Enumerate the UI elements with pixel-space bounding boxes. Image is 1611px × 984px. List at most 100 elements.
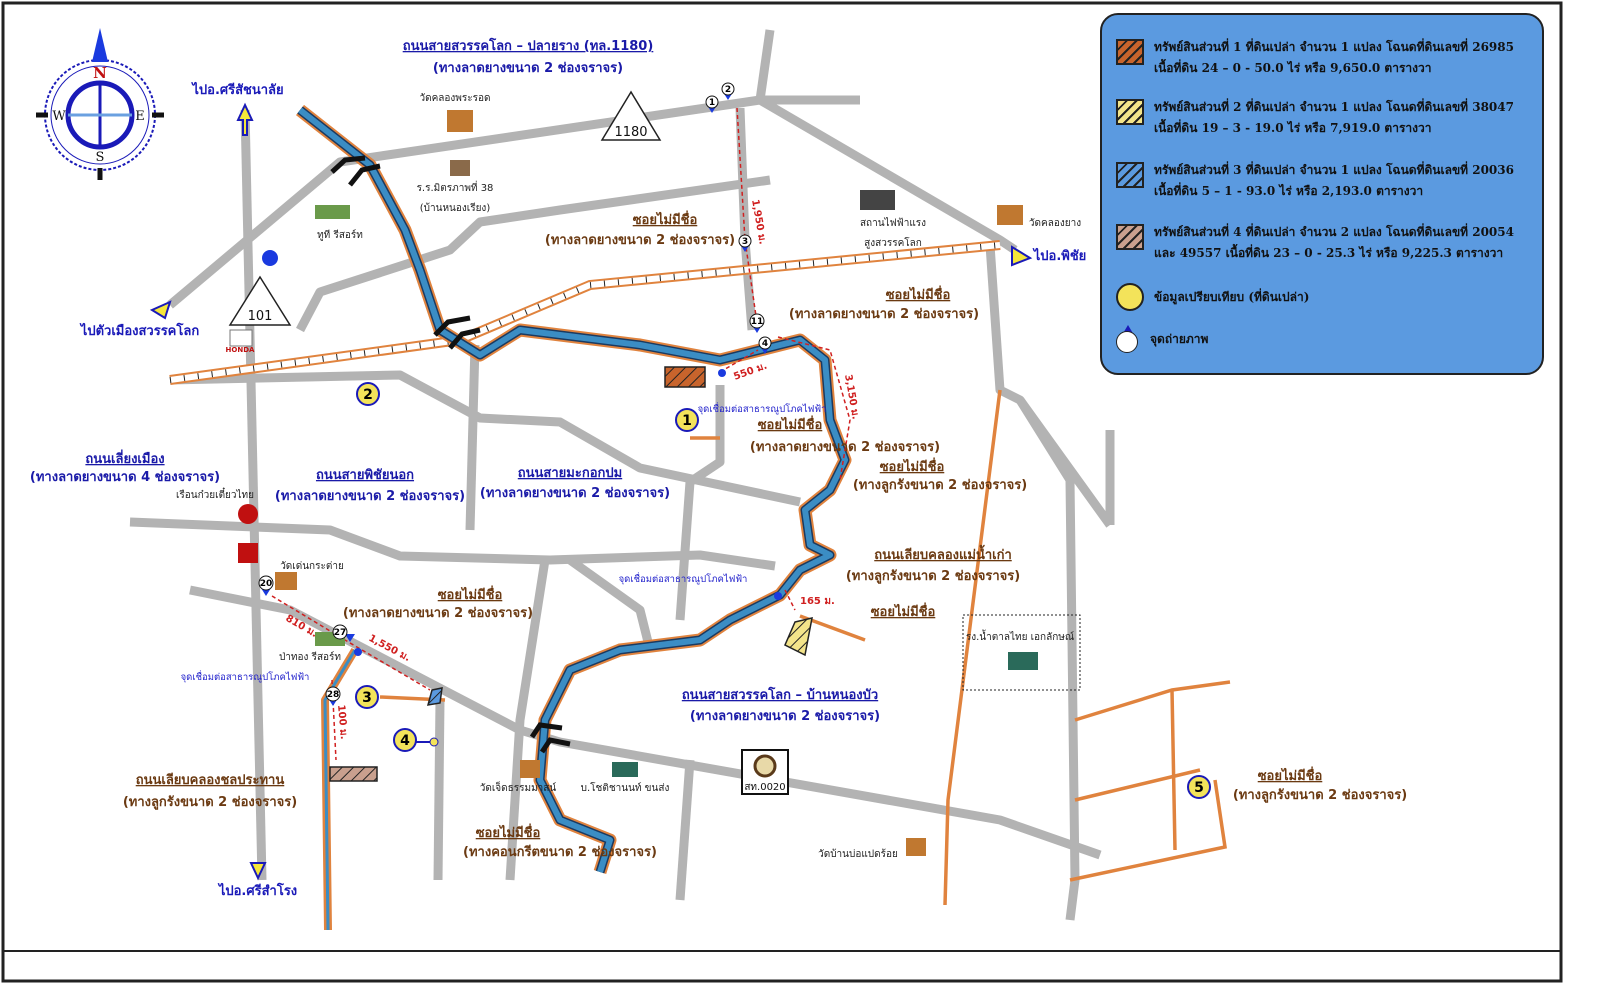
svg-text:5: 5 bbox=[1194, 780, 1204, 796]
road-surface-phichai-nok: (ทางลาดยางขนาด 2 ช่องจราจร) bbox=[275, 489, 465, 504]
svg-text:4: 4 bbox=[762, 339, 768, 349]
svg-text:3: 3 bbox=[362, 690, 372, 706]
utility-label: จุดเชื่อมต่อสาธารณูปโภคไฟฟ้า bbox=[698, 402, 827, 415]
road-label-old-river: ถนนเลียบคลองแม่น้ำเก่า bbox=[874, 544, 1012, 563]
river bbox=[295, 104, 852, 931]
comparables: 1 2 3 4 5 bbox=[355, 382, 1211, 799]
parcel-2[interactable] bbox=[784, 617, 813, 657]
utility-label: จุดเชื่อมต่อสาธารณูปโภคไฟฟ้า bbox=[181, 670, 310, 683]
utility-points bbox=[354, 369, 782, 656]
road-label-soi: ซอยไม่มีชื่อ bbox=[476, 823, 541, 841]
parcel-1-swatch bbox=[1116, 39, 1144, 65]
svg-text:20: 20 bbox=[260, 579, 273, 589]
photo-point[interactable]: 28 bbox=[325, 686, 341, 706]
landmark-substation-sub: สูงสวรรคโลก bbox=[864, 236, 922, 249]
svg-text:4: 4 bbox=[400, 733, 410, 749]
direction-sawankhalok-city: ไปตัวเมืองสวรรคโลก bbox=[79, 322, 200, 339]
parcel-4-swatch bbox=[1116, 224, 1144, 250]
distance-165: 165 ม. bbox=[800, 596, 835, 607]
landmark-honda: HONDA bbox=[226, 346, 255, 354]
svg-text:28: 28 bbox=[327, 690, 340, 700]
photo-point[interactable]: 20 bbox=[258, 575, 274, 596]
direction-si-samrong: ไปอ.ศรีสำโรง bbox=[217, 882, 297, 899]
road-surface-soi: (ทางคอนกรีตขนาด 2 ช่องจราจร) bbox=[463, 844, 657, 860]
road-surface-soi: (ทางลาดยางขนาด 2 ช่องจราจร) bbox=[545, 233, 735, 248]
svg-text:1: 1 bbox=[682, 413, 692, 429]
svg-text:1180: 1180 bbox=[614, 125, 647, 140]
landmark-icons bbox=[229, 110, 1038, 856]
landmark-sugar-factory: รง.น้ำตาลไทย เอกลักษณ์ bbox=[966, 629, 1074, 643]
svg-text:สท.0020: สท.0020 bbox=[744, 782, 785, 793]
landmark-wat-den-kratai: วัดเด่นกระต่าย bbox=[280, 561, 344, 572]
photo-point[interactable]: 1 bbox=[705, 95, 719, 113]
compass-w: W bbox=[52, 109, 66, 124]
landmark-chotchanon: บ.โชติชานนท์ ขนส่ง bbox=[581, 781, 670, 794]
svg-text:2: 2 bbox=[363, 387, 373, 403]
comparable-marker[interactable]: 3 bbox=[355, 685, 379, 709]
svg-text:1: 1 bbox=[709, 98, 715, 108]
comparable-marker[interactable]: 5 bbox=[1187, 775, 1211, 799]
landmark-school: ร.ร.มิตรภาพที่ 38 bbox=[417, 180, 494, 194]
road-label-soi: ซอยไม่มีชื่อ bbox=[1258, 766, 1323, 784]
road-surface-makok-pom: (ทางลาดยางขนาด 2 ช่องจราจร) bbox=[480, 486, 670, 501]
legend-text: เนื้อที่ดิน 24 – 0 - 50.0 ไร่ หรือ 9,650… bbox=[1154, 61, 1432, 75]
highway-shield-1180: 1180 bbox=[600, 90, 662, 141]
road-surface-soi: (ทางลาดยางขนาด 2 ช่องจราจร) bbox=[750, 440, 940, 455]
parcel-1[interactable] bbox=[664, 366, 706, 388]
legend-text: เนื้อที่ดิน 5 – 1 - 93.0 ไร่ หรือ 2,193.… bbox=[1154, 184, 1424, 198]
landmark-noodle-shop: เรือนก๋วยเตี๋ยวไทย bbox=[176, 487, 254, 501]
svg-text:3: 3 bbox=[742, 237, 748, 247]
road-label-soi: ซอยไม่มีชื่อ bbox=[886, 285, 951, 303]
photo-point[interactable]: 4 bbox=[758, 336, 772, 354]
legend-item-photo-point: จุดถ่ายภาพ bbox=[1116, 325, 1208, 353]
road-surface-soi: (ทางลูกรังขนาด 2 ช่องจราจร) bbox=[1233, 788, 1407, 803]
road-label-soi: ซอยไม่มีชื่อ bbox=[438, 585, 503, 603]
photo-point[interactable]: 11 bbox=[749, 313, 765, 333]
road-surface-soi: (ทางลาดยางขนาด 2 ช่องจราจร) bbox=[789, 307, 979, 322]
landmark-pa-thong-resort: ป่าทอง รีสอร์ท bbox=[279, 651, 341, 663]
legend-text: ทรัพย์สินส่วนที่ 4 ที่ดินเปล่า จำนวน 2 แ… bbox=[1154, 225, 1514, 239]
photo-points: 1 2 3 11 4 20 27 28 bbox=[258, 82, 772, 706]
legend-panel: ทรัพย์สินส่วนที่ 1 ที่ดินเปล่า จำนวน 1 แ… bbox=[1100, 13, 1544, 375]
legend-text: ทรัพย์สินส่วนที่ 3 ที่ดินเปล่า จำนวน 1 แ… bbox=[1154, 163, 1514, 177]
road-label-irrigation: ถนนเลียบคลองชลประทาน bbox=[136, 772, 285, 788]
road-label-soi: ซอยไม่มีชื่อ bbox=[871, 602, 936, 620]
legend-item-comparable: ข้อมูลเปรียบเทียบ (ที่ดินเปล่า) bbox=[1116, 283, 1309, 311]
road-label-phichai-nok: ถนนสายพิชัยนอก bbox=[316, 468, 414, 483]
local-road-shield: สท.0020 bbox=[741, 749, 789, 795]
compass-rose: N E S W bbox=[36, 28, 164, 180]
legend-item-parcel-2: ทรัพย์สินส่วนที่ 2 ที่ดินเปล่า จำนวน 1 แ… bbox=[1116, 97, 1514, 139]
direction-phichai: ไปอ.พิชัย bbox=[1032, 247, 1087, 264]
road-label-makok-pom: ถนนสายมะกอกปม bbox=[518, 466, 622, 481]
svg-text:27: 27 bbox=[334, 628, 347, 638]
road-label-bypass: ถนนเลี่ยงเมือง bbox=[85, 449, 164, 467]
comparable-marker[interactable]: 1 bbox=[675, 408, 699, 432]
bridges bbox=[330, 155, 571, 754]
photo-point[interactable]: 3 bbox=[738, 234, 752, 252]
railway bbox=[169, 240, 1001, 385]
landmark-wat-chet: วัดเจ็ดธรรมมาสน์ bbox=[480, 780, 557, 794]
photo-point[interactable]: 27 bbox=[332, 624, 355, 642]
landmark-wat-khlong-yang: วัดคลองยาง bbox=[1029, 218, 1081, 229]
compass-e: E bbox=[135, 109, 145, 124]
comparable-circle-icon bbox=[1116, 283, 1144, 311]
parcel-3[interactable] bbox=[426, 687, 443, 706]
landmark-wat-bo-paet-roi: วัดบ้านบ่อแปดร้อย bbox=[818, 848, 898, 860]
svg-text:101: 101 bbox=[248, 309, 273, 324]
camera-point-icon bbox=[1116, 325, 1140, 353]
parcel-4[interactable] bbox=[329, 766, 378, 782]
photo-point[interactable]: 2 bbox=[721, 82, 735, 100]
compass-s: S bbox=[96, 150, 105, 165]
landmark-school-sub: (บ้านหนองเรียง) bbox=[420, 202, 491, 214]
road-surface-bypass: (ทางลาดยางขนาด 4 ช่องจราจร) bbox=[30, 470, 220, 485]
highway-shield-101: 101 bbox=[228, 275, 292, 326]
parcels bbox=[329, 366, 813, 782]
road-surface-old-river: (ทางลูกรังขนาด 2 ช่องจราจร) bbox=[846, 569, 1020, 584]
landmark-wat-khlong-phra-rot: วัดคลองพระรอด bbox=[419, 93, 490, 104]
legend-text: ทรัพย์สินส่วนที่ 2 ที่ดินเปล่า จำนวน 1 แ… bbox=[1154, 100, 1514, 114]
distance-100: 100 ม. bbox=[335, 704, 349, 740]
road-surface-1180: (ทางลาดยางขนาด 2 ช่องจราจร) bbox=[433, 61, 623, 76]
comparable-marker[interactable]: 2 bbox=[356, 382, 380, 406]
comparable-marker[interactable]: 4 bbox=[393, 728, 439, 752]
legend-text: จุดถ่ายภาพ bbox=[1150, 331, 1209, 346]
